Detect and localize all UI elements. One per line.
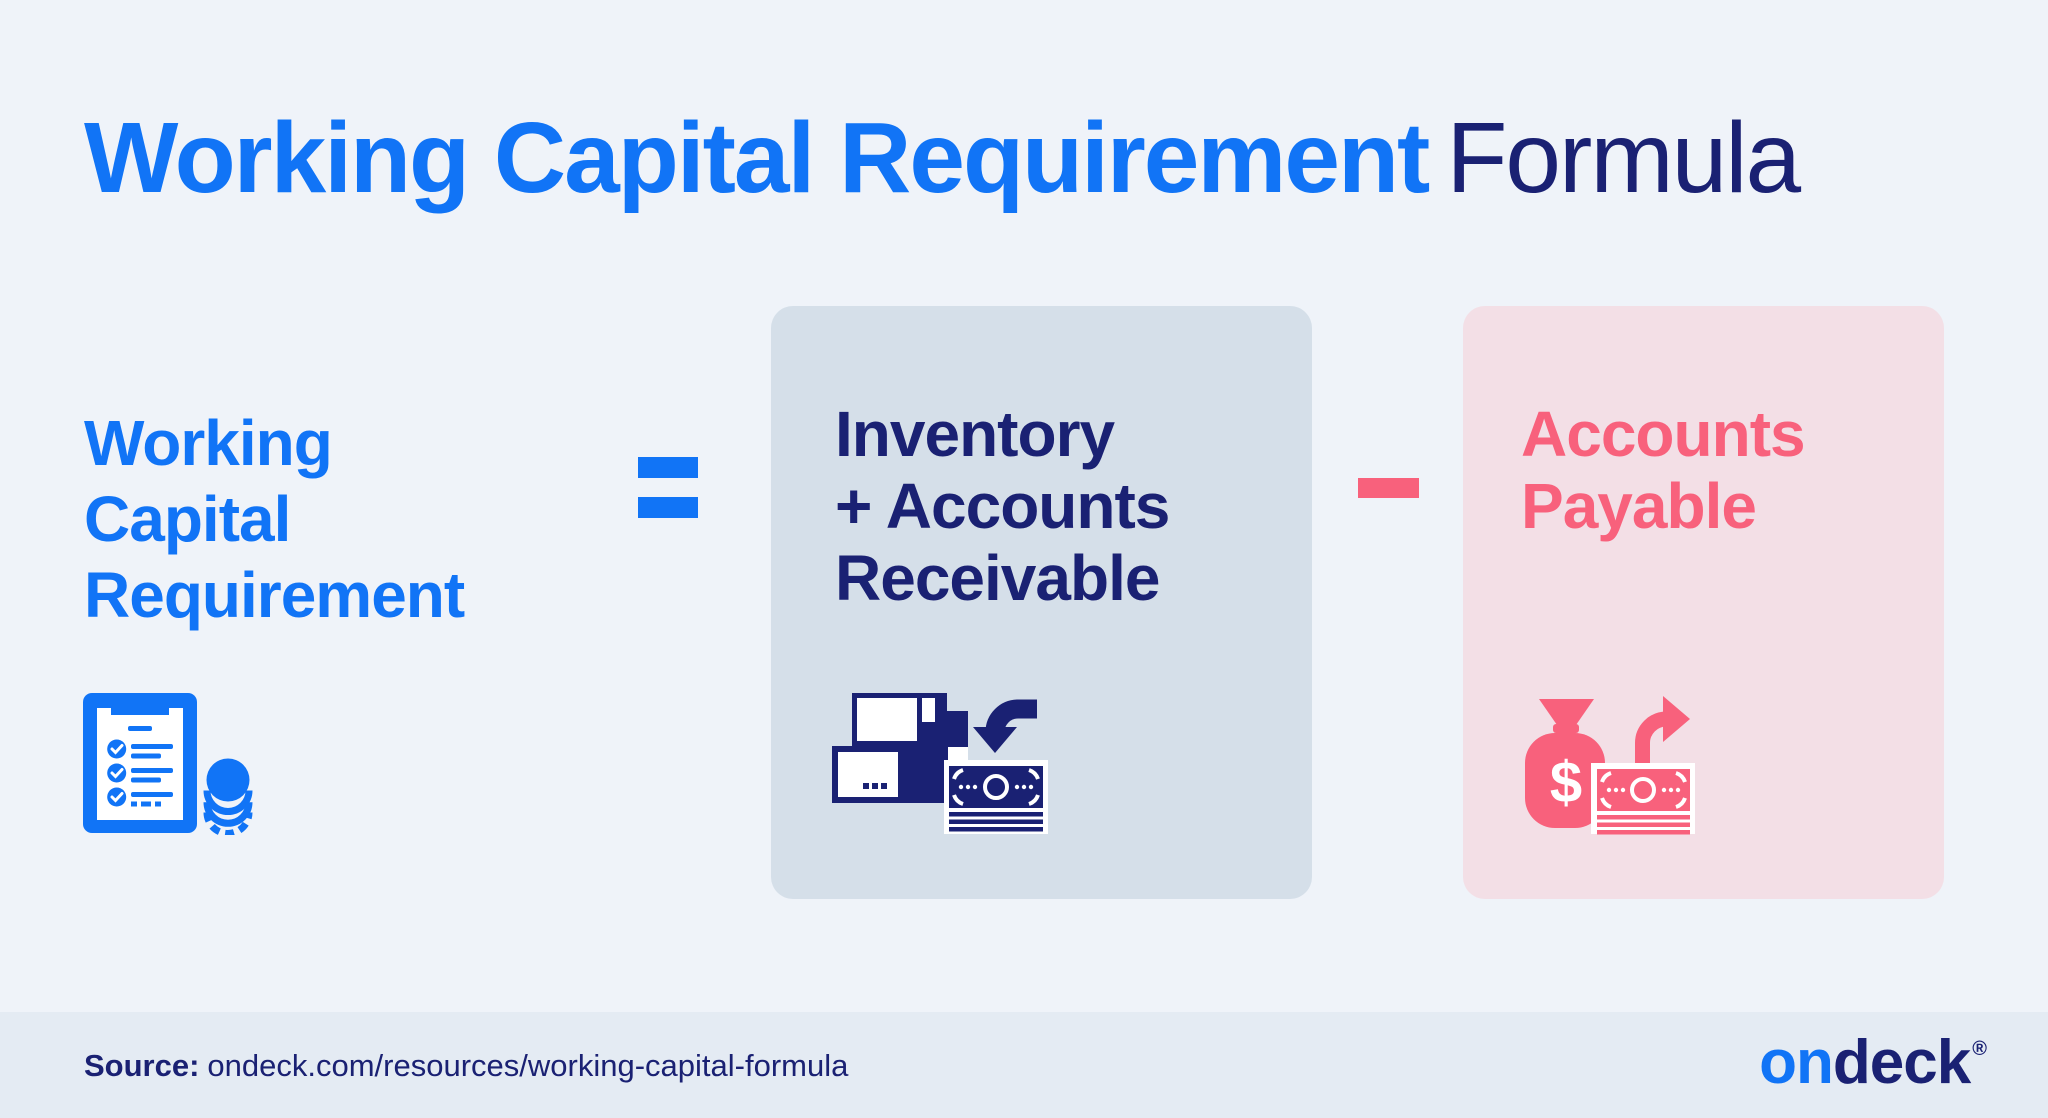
ondeck-logo: ondeck® xyxy=(1759,1032,1987,1094)
banknote-stack-icon xyxy=(944,760,1048,834)
footer-bar: Source:ondeck.com/resources/working-capi… xyxy=(0,1012,2048,1118)
money-bag-icon: $ xyxy=(1520,690,1700,838)
source-label: Source: xyxy=(84,1048,200,1083)
curved-arrow-down-icon xyxy=(973,699,1037,753)
svg-text:$: $ xyxy=(1550,750,1582,815)
registered-trademark-symbol: ® xyxy=(1972,1038,1987,1060)
inventory-receivable-label: Inventory + Accounts Receivable xyxy=(835,398,1170,614)
minus-operator xyxy=(1358,478,1419,498)
inventory-receivable-box: Inventory + Accounts Receivable xyxy=(771,306,1312,899)
accounts-payable-box: Accounts Payable $ xyxy=(1463,306,1944,899)
inventory-boxes-icon xyxy=(830,691,1050,834)
ondeck-logo-deck: deck xyxy=(1832,1028,1971,1097)
page-title-rest: Formula xyxy=(1446,102,1801,214)
left-term-line: Working xyxy=(84,407,333,479)
clipboard-checklist-icon xyxy=(83,690,253,835)
coin-stack-icon xyxy=(203,758,253,835)
source-line: Source:ondeck.com/resources/working-capi… xyxy=(84,1048,848,1084)
left-term-line: Requirement xyxy=(84,559,465,631)
source-url: ondeck.com/resources/working-capital-for… xyxy=(207,1048,849,1083)
equals-operator xyxy=(638,457,698,518)
ondeck-logo-on: on xyxy=(1759,1028,1834,1097)
page-title-highlight: Working Capital Requirement xyxy=(84,102,1430,214)
curved-arrow-right-icon xyxy=(1635,696,1690,768)
left-term-label: Working Capital Requirement xyxy=(84,405,465,633)
accounts-payable-label: Accounts Payable xyxy=(1521,398,1806,542)
left-term-line: Capital xyxy=(84,483,291,555)
banknote-stack-icon xyxy=(1591,763,1695,835)
